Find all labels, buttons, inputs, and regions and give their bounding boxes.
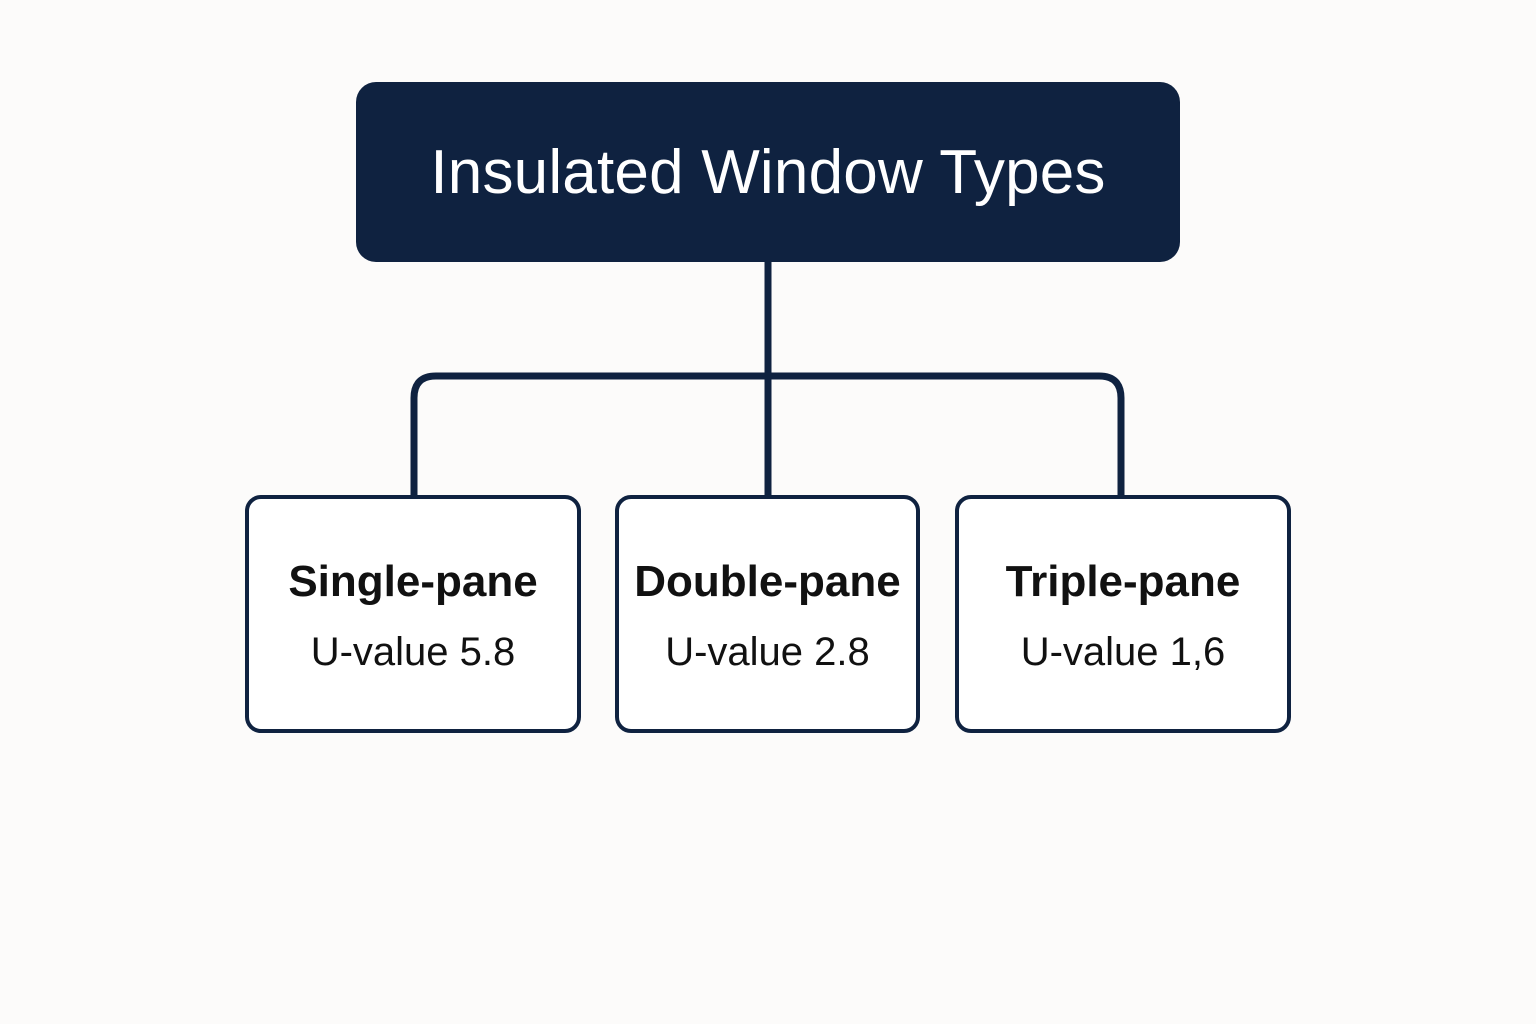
root-node: Insulated Window Types: [356, 82, 1180, 262]
horizontal-branch-line: [410, 372, 1125, 495]
node-title: Single-pane: [288, 556, 538, 606]
node-triple-pane: Triple-pane U-value 1,6: [955, 495, 1291, 733]
node-u-value: U-value 1,6: [1020, 630, 1226, 675]
node-u-value: U-value 2.8: [665, 630, 870, 675]
node-title: Double-pane: [634, 556, 901, 606]
node-u-value: U-value 5.8: [310, 630, 516, 675]
node-double-pane: Double-pane U-value 2.8: [615, 495, 920, 733]
diagram-title: Insulated Window Types: [430, 137, 1106, 207]
node-title: Triple-pane: [1005, 556, 1241, 606]
node-single-pane: Single-pane U-value 5.8: [245, 495, 581, 733]
